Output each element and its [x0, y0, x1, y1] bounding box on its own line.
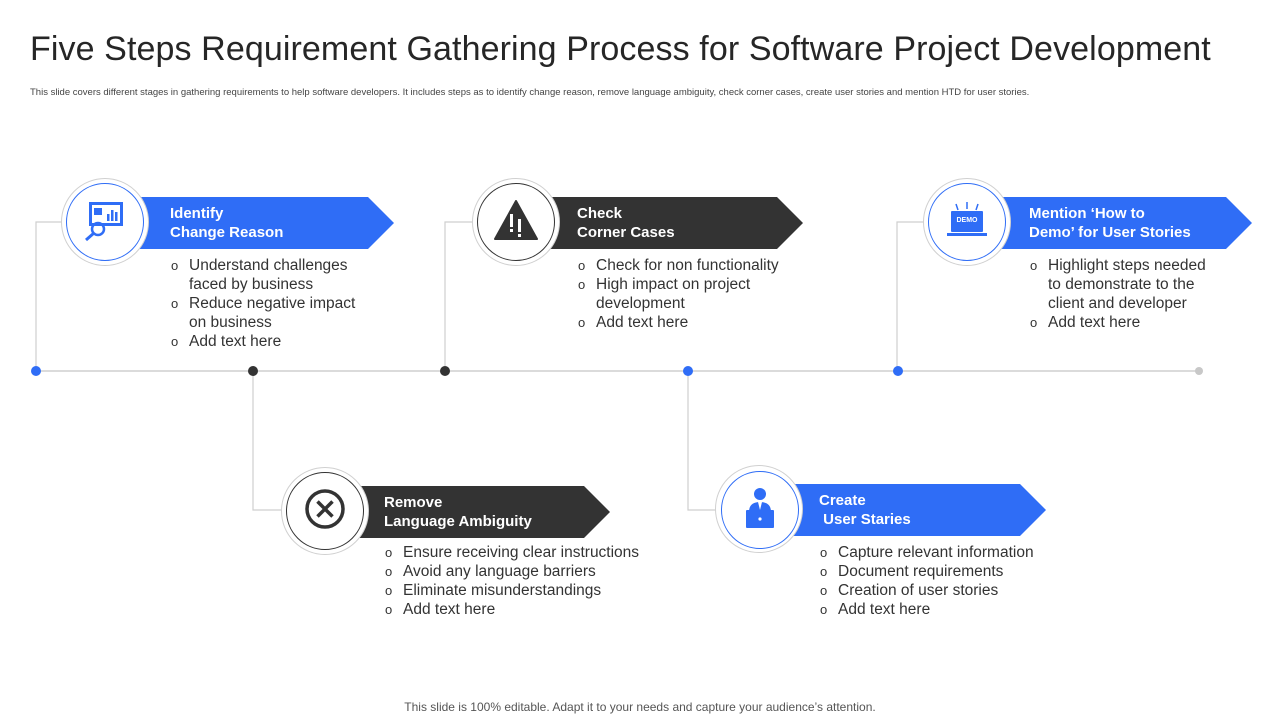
list-item: High impact on project: [578, 275, 779, 294]
step-5-heading-line1: Mention ‘How to: [1029, 205, 1145, 222]
step-2-heading-line1: Remove: [384, 494, 443, 511]
list-item: Avoid any language barriers: [385, 562, 639, 581]
user-laptop-icon: [740, 486, 780, 535]
list-item: Eliminate misunderstandings: [385, 581, 639, 600]
step-4-heading-line2: User Staries: [819, 511, 911, 528]
connector-step-1: [35, 221, 70, 371]
list-item-continuation: faced by business: [189, 276, 314, 293]
list-item: Add text here: [1030, 313, 1206, 332]
step-3-heading-line2: Corner Cases: [577, 224, 675, 241]
connector-step-4: [687, 371, 725, 511]
timeline-dot-2: [248, 366, 258, 376]
list-item-continuation: on business: [189, 314, 272, 331]
timeline-dot-3: [440, 366, 450, 376]
step-5-icon-circle: DEMO: [928, 183, 1006, 261]
connector-step-2: [252, 371, 290, 511]
step-4-icon-circle: [721, 471, 799, 549]
step-2-banner: Remove Language Ambiguity: [354, 486, 610, 538]
close-circle-icon: [304, 488, 346, 535]
list-item: Add text here: [171, 332, 355, 351]
step-3-banner: Check Corner Cases: [545, 197, 803, 249]
step-1-banner: Identify Change Reason: [140, 197, 394, 249]
step-2-heading-line2: Language Ambiguity: [384, 513, 532, 530]
connector-step-3: [444, 221, 480, 371]
list-item-continuation: to demonstrate to the: [1048, 276, 1195, 293]
step-3-heading-line1: Check: [577, 205, 623, 222]
step-2-bullets: Ensure receiving clear instructions Avoi…: [385, 543, 639, 619]
list-item: Ensure receiving clear instructions: [385, 543, 639, 562]
step-3-icon-circle: [477, 183, 555, 261]
step-4-banner: Create User Staries: [790, 484, 1046, 536]
list-item: Add text here: [820, 600, 1034, 619]
footer-note: This slide is 100% editable. Adapt it to…: [404, 700, 876, 714]
step-2-icon-circle: [286, 472, 364, 550]
list-item-continuation: client and developer: [1048, 295, 1187, 312]
timeline-dot-4: [683, 366, 693, 376]
list-item: Creation of user stories: [820, 581, 1034, 600]
list-item: Reduce negative impact: [171, 294, 355, 313]
list-item: Add text here: [578, 313, 779, 332]
step-5-bullets: Highlight steps needed to demonstrate to…: [1030, 256, 1206, 332]
slide-title: Five Steps Requirement Gathering Process…: [30, 30, 1211, 68]
step-4-bullets: Capture relevant information Document re…: [820, 543, 1034, 619]
timeline-dot-1: [31, 366, 41, 376]
step-5-heading-line2: Demo’ for User Stories: [1029, 224, 1191, 241]
demo-label: DEMO: [956, 217, 978, 224]
list-item: Understand challenges: [171, 256, 355, 275]
list-item-continuation: development: [596, 295, 685, 312]
presentation-analysis-icon: [83, 198, 127, 247]
list-item: Document requirements: [820, 562, 1034, 581]
step-3-bullets: Check for non functionality High impact …: [578, 256, 779, 332]
timeline-dot-5: [893, 366, 903, 376]
step-1-heading-line1: Identify: [170, 205, 224, 222]
demo-screen-icon: DEMO: [945, 202, 989, 242]
list-item: Add text here: [385, 600, 639, 619]
list-item: Capture relevant information: [820, 543, 1034, 562]
step-5-banner: Mention ‘How to Demo’ for User Stories: [998, 197, 1252, 249]
step-1-heading-line2: Change Reason: [170, 224, 284, 241]
timeline-end-dot: [1195, 367, 1203, 375]
list-item: Check for non functionality: [578, 256, 779, 275]
step-1-bullets: Understand challenges faced by business …: [171, 256, 355, 351]
connector-step-5: [896, 221, 932, 371]
step-1-icon-circle: [66, 183, 144, 261]
warning-icon: [493, 199, 539, 246]
slide-subtitle: This slide covers different stages in ga…: [30, 87, 1030, 98]
step-4-heading-line1: Create: [819, 492, 866, 509]
list-item: Highlight steps needed: [1030, 256, 1206, 275]
